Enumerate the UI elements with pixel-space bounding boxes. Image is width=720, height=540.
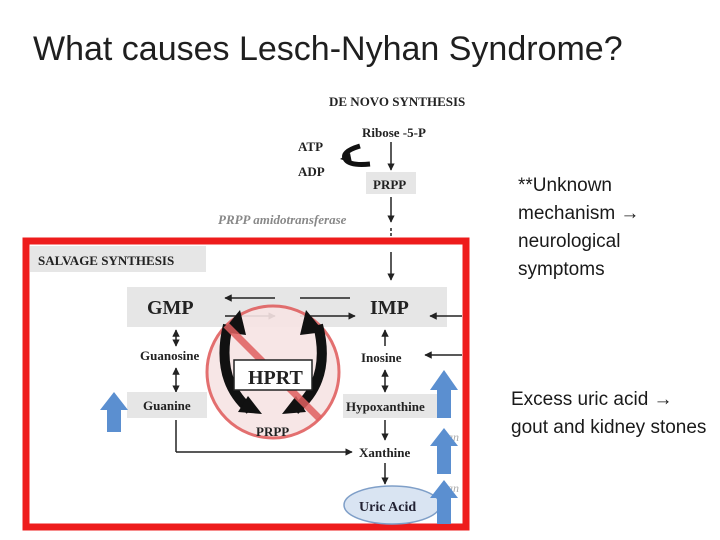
inosine-label: Inosine (361, 350, 402, 365)
guanine-label: Guanine (143, 398, 191, 413)
neurological-note: **Unknown mechanism → neurological sympt… (518, 175, 640, 280)
guanosine-label: Guanosine (140, 348, 199, 363)
atp-label: ATP (298, 139, 323, 154)
atp-adp-arrowhead (340, 153, 352, 163)
guanine-box (127, 392, 207, 418)
salvage-label: SALVAGE SYNTHESIS (38, 253, 174, 268)
hprt-label: HPRT (248, 367, 304, 389)
xanthine-label: Xanthine (359, 445, 411, 460)
prpp-bottom-label: PRPP (256, 424, 289, 439)
adp-label: ADP (298, 164, 325, 179)
salvage-label-box (30, 246, 206, 272)
enzyme-label: PRPP amidotransferase (218, 212, 347, 227)
uric-acid-label: Uric Acid (359, 500, 416, 515)
up-arrow-uric-acid (430, 480, 458, 524)
prpp-top-box (366, 172, 416, 194)
hprt-arrowhead-bottom-left (238, 396, 262, 414)
up-arrow-xanthine (430, 428, 458, 474)
de-novo-label: DE NOVO SYNTHESIS (329, 94, 465, 109)
hypoxanthine-label: Hypoxanthine (346, 399, 425, 414)
hprt-box (233, 359, 313, 391)
imp-label: IMP (370, 297, 409, 319)
up-arrow-guanine (100, 392, 128, 432)
hypoxanthine-box (343, 394, 439, 418)
salvage-highlight-frame (22, 237, 470, 531)
slide-title: What causes Lesch-Nyhan Syndrome? (33, 30, 623, 68)
up-arrow-hypoxanthine (430, 370, 458, 418)
prpp-top-label: PRPP (373, 177, 406, 192)
uric-acid-note: Excess uric acid → gout and kidney stone… (511, 389, 707, 438)
ribose-label: Ribose -5-P (362, 125, 426, 140)
hprt-arrowhead-right (300, 310, 324, 335)
hprt-arrowhead-bottom-right (282, 396, 306, 414)
gmp-label: GMP (147, 297, 194, 319)
